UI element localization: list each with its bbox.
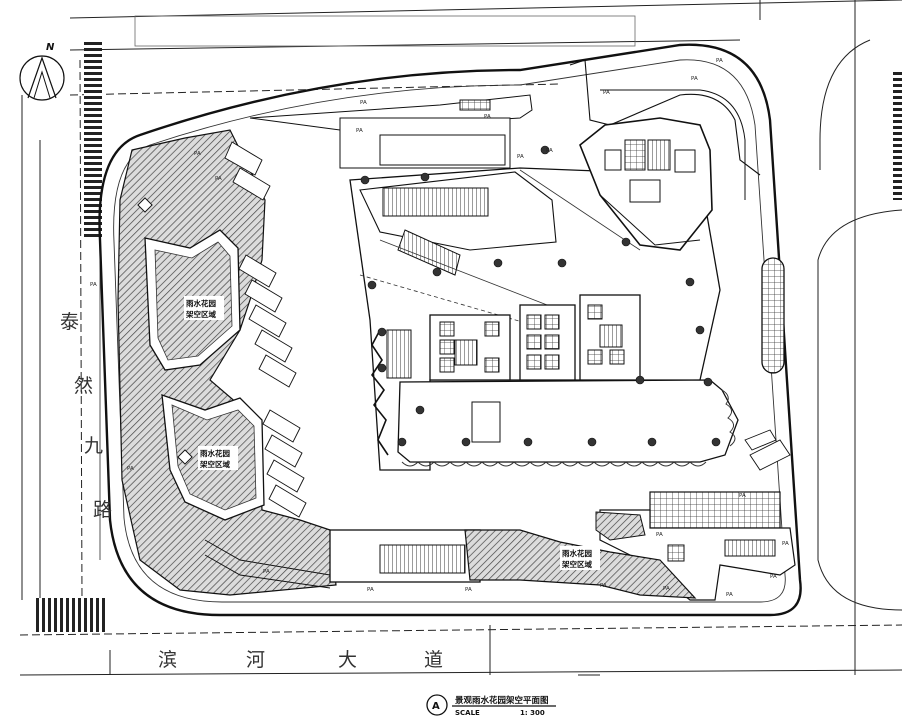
zone-label-1: 雨水花园 架空区域 xyxy=(184,296,224,320)
svg-text:PA: PA xyxy=(600,583,607,589)
svg-text:PA: PA xyxy=(194,151,201,157)
svg-text:PA: PA xyxy=(484,114,491,120)
road-char: 道 xyxy=(424,649,443,671)
road-char: 路 xyxy=(93,499,112,521)
structural-columns xyxy=(360,145,721,447)
crosswalk-north xyxy=(84,40,102,240)
site-boundary xyxy=(98,43,802,617)
svg-text:PA: PA xyxy=(726,592,733,598)
svg-text:PA: PA xyxy=(546,148,553,154)
podium-edge xyxy=(401,461,707,467)
svg-text:PA: PA xyxy=(716,58,723,64)
ne-ramp-inner xyxy=(600,89,746,200)
south-escalator xyxy=(379,544,466,574)
svg-text:PA: PA xyxy=(663,586,670,592)
section-marker xyxy=(426,694,448,716)
road-name-south: 滨 河 大 道 xyxy=(158,649,443,671)
se-planters xyxy=(744,429,791,471)
crosswalk-south xyxy=(35,598,105,632)
tree-marker xyxy=(137,197,153,213)
se-hatched xyxy=(595,511,646,541)
podium xyxy=(397,379,739,463)
section-marker-letter: A xyxy=(432,701,440,712)
north-arrow: N xyxy=(19,42,65,101)
north-entrance xyxy=(249,94,533,169)
parking-stalls-south xyxy=(204,539,331,589)
svg-text:PA: PA xyxy=(603,90,610,96)
escalator-diagonal xyxy=(397,229,461,276)
scale-label: SCALE xyxy=(455,709,480,717)
road-name-west: 泰 然 九 路 xyxy=(60,311,112,521)
svg-text:雨水花园: 雨水花园 xyxy=(186,298,216,308)
svg-text:PA: PA xyxy=(770,574,777,580)
se-stair xyxy=(724,539,776,557)
facade-zigzag xyxy=(371,329,389,456)
podium-room xyxy=(471,401,501,443)
ne-tower-room xyxy=(629,179,661,203)
service-cores xyxy=(386,294,641,381)
svg-text:PA: PA xyxy=(691,76,698,82)
zone-label-3: 雨水花园 架空区域 xyxy=(560,546,600,570)
road-char: 然 xyxy=(74,375,93,397)
ne-tower-stair xyxy=(647,139,671,171)
se-canopy xyxy=(649,491,781,529)
main-building-lines xyxy=(359,169,641,331)
svg-text:PA: PA xyxy=(127,466,134,472)
svg-text:雨水花园: 雨水花园 xyxy=(562,548,592,558)
ne-tower-room xyxy=(604,149,622,171)
svg-text:架空区域: 架空区域 xyxy=(185,309,216,319)
ne-tower-room xyxy=(674,149,696,173)
svg-text:架空区域: 架空区域 xyxy=(561,559,592,569)
road-char: 大 xyxy=(338,649,357,671)
svg-text:PA: PA xyxy=(782,541,789,547)
svg-text:PA: PA xyxy=(367,587,374,593)
svg-text:PA: PA xyxy=(517,154,524,160)
site-inner-line xyxy=(113,59,786,603)
drawing-title: 景观雨水花园架空平面图 xyxy=(455,695,549,706)
road-char: 河 xyxy=(246,649,265,671)
svg-text:PA: PA xyxy=(656,532,663,538)
hatched-garden-west xyxy=(117,129,337,596)
road-char: 泰 xyxy=(60,311,79,333)
road-char: 九 xyxy=(84,435,103,457)
svg-text:架空区域: 架空区域 xyxy=(199,459,230,469)
svg-text:PA: PA xyxy=(739,493,746,499)
north-mark: N xyxy=(46,42,55,53)
se-elevator xyxy=(667,544,685,562)
podium-edge-east xyxy=(721,389,736,447)
scale-value: 1: 300 xyxy=(520,709,545,717)
svg-text:雨水花园: 雨水花园 xyxy=(200,448,230,458)
parking-stalls-west xyxy=(224,141,307,518)
svg-text:PA: PA xyxy=(90,282,97,288)
svg-text:PA: PA xyxy=(360,100,367,106)
east-planter xyxy=(761,257,785,374)
ne-diagonal xyxy=(599,194,701,246)
drawing-title-block: A 景观雨水花园架空平面图 SCALE 1: 300 xyxy=(426,694,556,717)
crosswalk-east xyxy=(893,70,902,200)
zone-label-2: 雨水花园 架空区域 xyxy=(198,446,238,470)
svg-text:PA: PA xyxy=(215,176,222,182)
parking-labels: PA PA PA PA PA PA PA PA PA PA PA PA PA P… xyxy=(90,58,789,598)
svg-text:PA: PA xyxy=(356,128,363,134)
escalator-north xyxy=(382,187,489,217)
svg-text:PA: PA xyxy=(465,587,472,593)
ne-tower-core xyxy=(624,139,646,171)
svg-text:PA: PA xyxy=(263,569,270,575)
road-char: 滨 xyxy=(158,649,177,671)
tree-marker xyxy=(177,449,193,465)
